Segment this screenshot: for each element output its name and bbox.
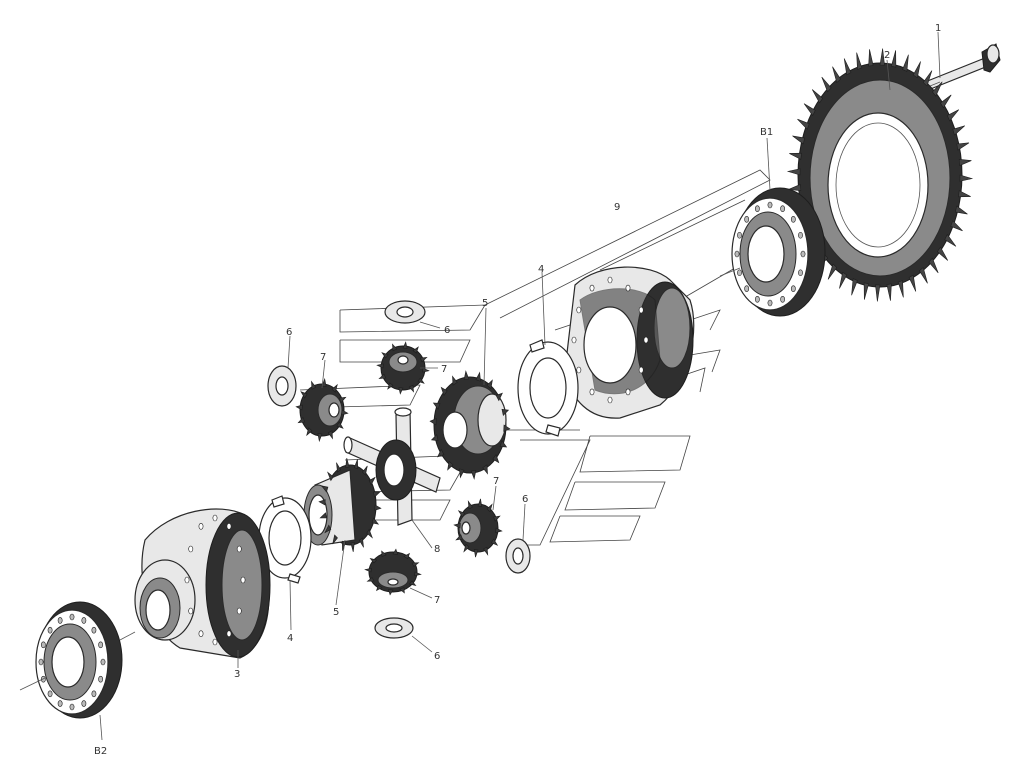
- pinion-gear-part-7-left: [295, 377, 349, 443]
- thrust-washer-part-4-bottom: [258, 495, 312, 584]
- callout-5-bottom: 5: [333, 607, 339, 618]
- bearing-b2: [35, 601, 123, 719]
- callout-9: 9: [614, 202, 620, 213]
- bolt-part-1: [916, 43, 1001, 94]
- pinion-gear-part-7-top: [376, 341, 430, 395]
- callout-6-left: 6: [286, 327, 292, 338]
- callout-b2: B2: [94, 746, 107, 757]
- callout-4-bottom: 4: [287, 633, 293, 644]
- ring-gear-part-2: [786, 48, 974, 302]
- thrust-washer-part-4-top: [517, 339, 579, 437]
- callout-labels: 1 2 B1 9 4 5 6 6 7 7 7 6 8 5 4 7 6 3 B2: [94, 23, 941, 757]
- callout-6-bottom: 6: [434, 651, 440, 662]
- side-gear-part-5-bottom: [303, 458, 382, 552]
- callout-7-left: 7: [320, 352, 326, 363]
- side-gear-part-5-top: [429, 370, 511, 480]
- callout-4-top: 4: [538, 264, 544, 275]
- callout-3: 3: [234, 669, 240, 680]
- callout-7-top: 7: [441, 364, 447, 375]
- washer-part-6-bottom: [374, 617, 414, 639]
- washer-part-6-top: [384, 300, 426, 324]
- callout-b1: B1: [760, 127, 773, 138]
- differential-case-left-part-3: [134, 508, 271, 659]
- bearing-b1: [731, 187, 826, 317]
- callout-6-right: 6: [522, 494, 528, 505]
- differential-case-right: [564, 266, 695, 419]
- callout-7-bottom: 7: [434, 595, 440, 606]
- leader-lines: [99, 31, 941, 741]
- pinion-gear-part-7-right: [453, 498, 503, 558]
- callout-8: 8: [434, 544, 440, 555]
- pinion-gear-part-7-bottom: [364, 548, 422, 596]
- washer-part-6-right: [505, 538, 531, 574]
- centerlines: [19, 267, 741, 691]
- washer-part-6-left: [267, 365, 297, 407]
- spider-cross-part-8: [343, 407, 441, 526]
- callout-1: 1: [935, 23, 941, 34]
- callout-6-top: 6: [444, 325, 450, 336]
- callout-7-right: 7: [493, 476, 499, 487]
- callout-5-top: 5: [482, 298, 488, 309]
- callout-2: 2: [884, 50, 890, 61]
